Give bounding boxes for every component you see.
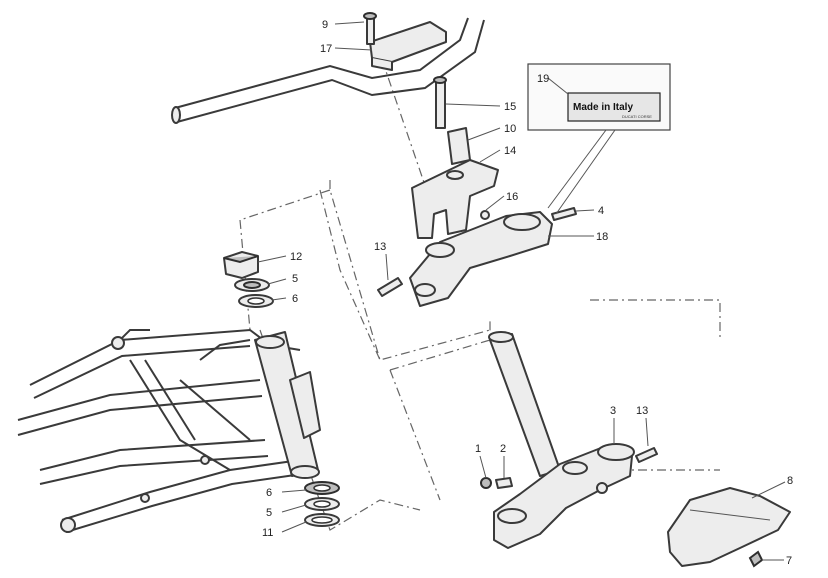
callout-3: 3 — [610, 405, 616, 417]
steering-cover — [667, 487, 791, 568]
made-in-italy-badge — [527, 63, 671, 215]
callout-6-upper: 6 — [292, 293, 298, 305]
callout-11: 11 — [262, 527, 273, 539]
frame — [17, 328, 321, 533]
callout-15: 15 — [504, 101, 516, 113]
handlebar-riser — [411, 159, 499, 239]
callout-18: 18 — [596, 231, 608, 243]
callout-9: 9 — [322, 19, 328, 31]
callout-5-lower: 5 — [266, 507, 272, 519]
lower-bearing-stack — [304, 481, 340, 527]
callout-13-upper: 13 — [374, 241, 386, 253]
callout-19: 19 — [537, 73, 549, 85]
callout-16: 16 — [506, 191, 518, 203]
bottom-triple-clamp — [493, 443, 635, 549]
callout-6-lower: 6 — [266, 487, 272, 499]
handlebar-clamp — [363, 12, 447, 71]
callout-labels: 9 17 19 15 10 14 16 4 18 13 12 5 6 3 13 … — [262, 19, 793, 567]
small-parts-lower — [480, 447, 658, 489]
handlebar — [171, 17, 485, 124]
top-bolt-and-bush — [433, 76, 471, 165]
callout-12: 12 — [290, 251, 302, 263]
callout-10: 10 — [504, 123, 516, 135]
badge-text: Made in Italy — [573, 102, 633, 113]
callout-2: 2 — [500, 443, 506, 455]
badge-subtext: DUCATI CORSE — [622, 114, 652, 119]
upper-bearing-stack — [223, 251, 274, 308]
leader-lines — [257, 21, 786, 561]
callout-1: 1 — [475, 443, 481, 455]
callout-5-upper: 5 — [292, 273, 298, 285]
callout-13-lower: 13 — [636, 405, 648, 417]
callout-4: 4 — [598, 205, 604, 217]
callout-14: 14 — [504, 145, 516, 157]
top-triple-clamp — [409, 210, 553, 307]
callout-17: 17 — [320, 43, 332, 55]
small-bolts-top — [377, 207, 577, 297]
callout-8: 8 — [787, 475, 793, 487]
callout-7: 7 — [786, 555, 792, 567]
